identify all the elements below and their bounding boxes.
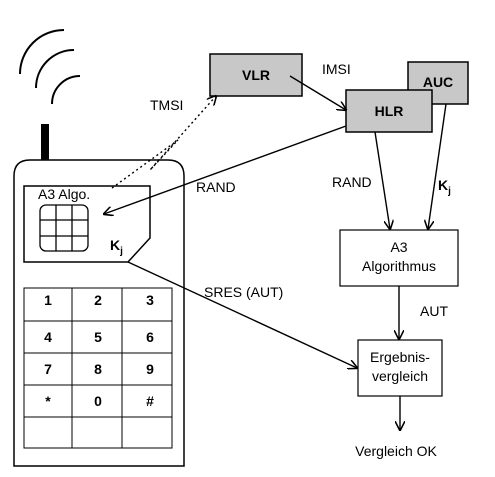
keypad-key: 9 <box>146 361 154 377</box>
auc-label: AUC <box>423 74 453 90</box>
a3-algorithm-box <box>339 229 459 287</box>
tmsi-label: TMSI <box>150 97 183 113</box>
hlr-box <box>345 89 433 133</box>
keypad-key: 3 <box>146 292 154 308</box>
sres-arrow <box>127 261 357 368</box>
comparison-label-line2: vergleich <box>372 368 428 384</box>
keypad-key: 8 <box>94 361 102 377</box>
tmsi-arrow <box>111 96 216 189</box>
keypad-key: 5 <box>94 329 102 345</box>
keypad-keys: 1 2 3 4 5 6 7 8 9 * 0 # <box>44 292 154 409</box>
phone-antenna <box>41 124 49 160</box>
keypad-key: 7 <box>44 361 52 377</box>
aut-label: AUT <box>420 303 448 319</box>
kj-arrow <box>428 103 447 229</box>
rand-to-a3-arrow <box>374 131 390 229</box>
kj-label: Kj <box>438 177 451 197</box>
a3-label-line1: A3 <box>390 239 407 255</box>
keypad-key: 6 <box>146 329 154 345</box>
rand-to-a3-label: RAND <box>332 174 372 190</box>
radio-waves-icon <box>19 29 81 105</box>
hlr-label: HLR <box>375 103 404 119</box>
a3-label-line2: Algorithmus <box>362 258 436 274</box>
keypad-key: 4 <box>44 329 52 345</box>
keypad-key: 1 <box>44 292 52 308</box>
imsi-label: IMSI <box>322 61 351 77</box>
imsi-arrow <box>289 75 346 110</box>
sim-key-label: Kj <box>110 237 123 257</box>
rand-to-phone-label: RAND <box>196 179 236 195</box>
keypad-key: * <box>45 393 51 409</box>
result-label: Vergleich OK <box>355 443 437 459</box>
sres-label: SRES (AUT) <box>204 284 283 300</box>
sim-chip-icon <box>39 204 89 252</box>
keypad-key: 2 <box>94 292 102 308</box>
keypad <box>23 287 173 449</box>
keypad-key: # <box>146 393 154 409</box>
comparison-label-line1: Ergebnis- <box>370 349 430 365</box>
rand-to-phone-arrow <box>104 125 347 214</box>
comparison-box <box>357 339 443 397</box>
sim-label: A3 Algo. <box>38 186 90 202</box>
vlr-label: VLR <box>242 67 270 83</box>
keypad-key: 0 <box>94 393 102 409</box>
vlr-box <box>209 53 303 97</box>
